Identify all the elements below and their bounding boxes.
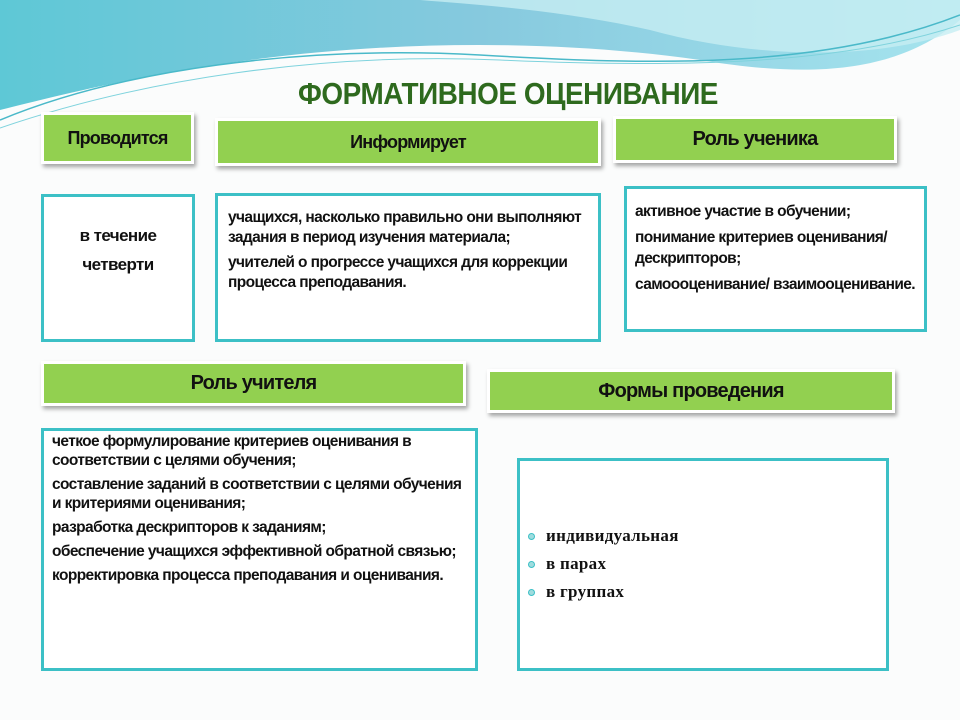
forms-item-label: индивидуальная — [546, 526, 679, 545]
conducted-box: в течение четверти — [41, 194, 195, 342]
student-role-box: активное участие в обучении; понимание к… — [624, 186, 927, 332]
page-title: ФОРМАТИВНОЕ ОЦЕНИВАНИЕ — [298, 76, 718, 111]
header-conducted: Проводится — [41, 112, 194, 164]
header-student-role: Роль ученика — [613, 116, 897, 163]
forms-item-label: в группах — [546, 582, 625, 601]
teacher-role-item: четкое формулирование критериев оцениван… — [52, 433, 412, 469]
informs-box: учащихся, насколько правильно они выполн… — [215, 193, 601, 342]
teacher-role-item: корректировка процесса преподавания и оц… — [52, 567, 444, 584]
header-informs: Информирует — [215, 118, 601, 166]
bullet-icon — [528, 589, 535, 596]
header-teacher-role: Роль учителя — [41, 361, 466, 406]
forms-item: в парах — [520, 554, 886, 574]
wave-decoration — [0, 0, 960, 129]
teacher-role-item: обеспечение учащихся эффективной обратно… — [52, 543, 457, 560]
student-role-item: активное участие в обучении; — [635, 203, 851, 220]
forms-item: индивидуальная — [520, 526, 886, 546]
conducted-text: четверти — [82, 255, 154, 274]
forms-box: индивидуальная в парах в группах — [517, 458, 889, 671]
teacher-role-box: четкое формулирование критериев оцениван… — [41, 428, 478, 671]
forms-item: в группах — [520, 582, 886, 602]
teacher-role-item: разработка дескрипторов к заданиям; — [52, 519, 326, 536]
student-role-item: самоооценивание/ взаимооценивание. — [635, 276, 916, 293]
teacher-role-item: составление заданий в соответствии с цел… — [52, 476, 462, 512]
header-forms: Формы проведения — [487, 369, 895, 413]
conducted-text: в течение — [79, 226, 157, 245]
bullet-icon — [528, 533, 535, 540]
informs-item: учащихся, насколько правильно они выполн… — [228, 209, 582, 246]
student-role-item: понимание критериев оценивания/ дескрипт… — [635, 229, 888, 267]
forms-item-label: в парах — [546, 554, 607, 573]
informs-item: учителей о прогрессе учащихся для коррек… — [228, 254, 568, 291]
bullet-icon — [528, 561, 535, 568]
